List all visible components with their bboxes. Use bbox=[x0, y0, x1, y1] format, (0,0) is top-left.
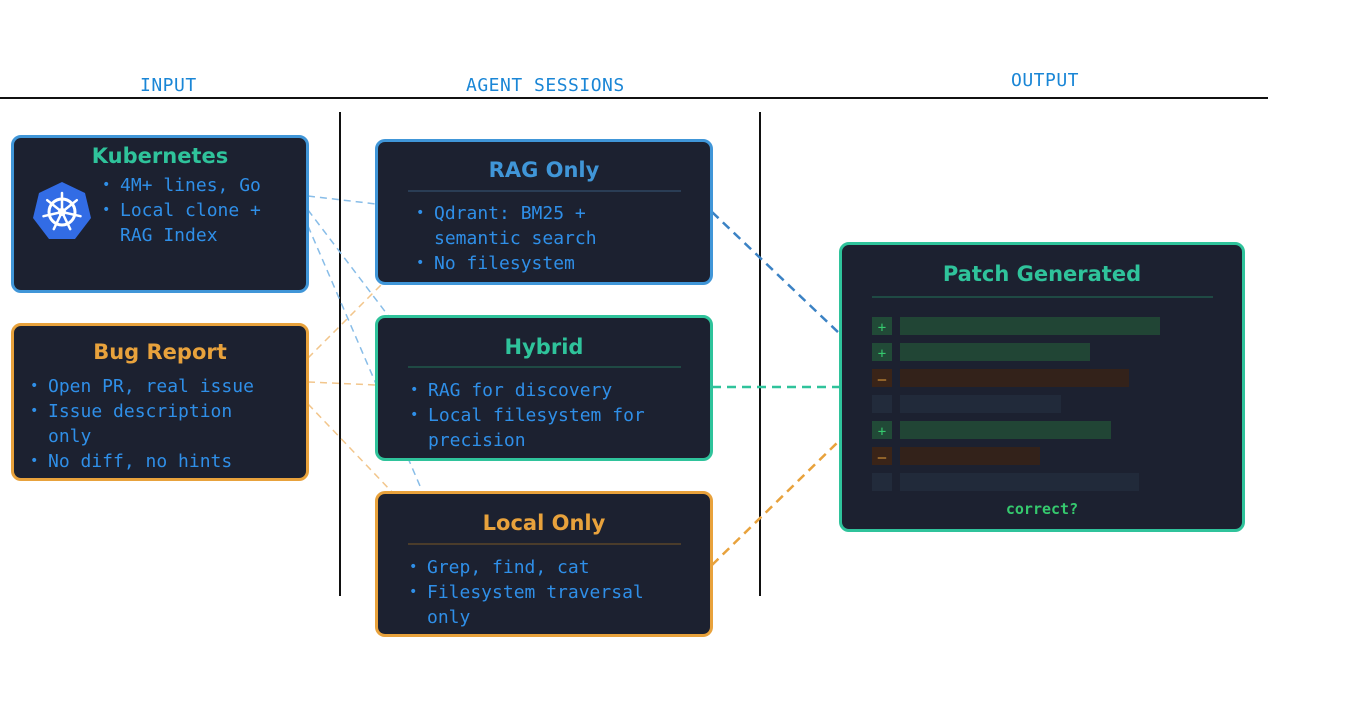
patch-correct-label: correct? bbox=[1005, 500, 1079, 518]
patch-line-remove-marker: – bbox=[872, 369, 892, 388]
connector-kubernetes-rag bbox=[307, 195, 377, 205]
kubernetes-bullet-2: Local clone + RAG Index bbox=[102, 198, 261, 248]
bug-report-bullet-1: Open PR, real issue bbox=[30, 374, 254, 399]
column-title-agent-sessions: AGENT SESSIONS bbox=[466, 75, 625, 96]
patch-line-add-marker: + bbox=[872, 343, 892, 362]
kubernetes-logo-icon bbox=[33, 182, 91, 239]
patch-line-add-bar bbox=[900, 343, 1090, 361]
rag-only-bullet-2: No filesystem bbox=[416, 251, 597, 276]
rag-only-divider bbox=[408, 190, 681, 192]
rag-only-title: RAG Only bbox=[488, 158, 600, 182]
patch-line-remove-marker: – bbox=[872, 447, 892, 466]
bug-report-bullet-2: Issue description only bbox=[30, 399, 254, 449]
patch-line-context-marker bbox=[872, 395, 892, 413]
local-only-title: Local Only bbox=[482, 511, 606, 535]
kubernetes-title: Kubernetes bbox=[91, 144, 229, 168]
hybrid-divider bbox=[408, 366, 681, 368]
column-divider-right bbox=[759, 112, 761, 596]
bug-report-bullet-3: No diff, no hints bbox=[30, 449, 254, 474]
hybrid-title: Hybrid bbox=[504, 335, 584, 359]
connector-kubernetes-hybrid bbox=[307, 209, 391, 319]
local-only-card: Local Only Grep, find, cat Filesystem tr… bbox=[375, 491, 713, 637]
rag-only-bullet-1: Qdrant: BM25 + semantic search bbox=[416, 201, 597, 251]
connector-bug-hybrid bbox=[307, 381, 377, 386]
hybrid-bullets: RAG for discovery Local filesystem for p… bbox=[410, 378, 645, 453]
kubernetes-card: Kubernetes 4M+ lines, Go Local clone + R… bbox=[11, 135, 309, 293]
column-divider-left bbox=[339, 112, 341, 596]
patch-line-add-bar bbox=[900, 421, 1111, 439]
patch-line-add-bar bbox=[900, 317, 1160, 335]
rag-only-bullets: Qdrant: BM25 + semantic search No filesy… bbox=[416, 201, 597, 276]
patch-title: Patch Generated bbox=[942, 262, 1142, 286]
bug-report-card: Bug Report Open PR, real issue Issue des… bbox=[11, 323, 309, 481]
rag-only-card: RAG Only Qdrant: BM25 + semantic search … bbox=[375, 139, 713, 285]
connector-rag-patch bbox=[711, 211, 841, 335]
patch-line-context-marker bbox=[872, 473, 892, 491]
patch-line-remove-bar bbox=[900, 369, 1129, 387]
local-only-bullets: Grep, find, cat Filesystem traversal onl… bbox=[409, 555, 644, 630]
kubernetes-bullets: 4M+ lines, Go Local clone + RAG Index bbox=[102, 173, 261, 248]
connector-bug-local bbox=[307, 403, 393, 493]
patch-divider bbox=[872, 296, 1213, 298]
hybrid-bullet-2: Local filesystem for precision bbox=[410, 403, 645, 453]
bug-report-bullets: Open PR, real issue Issue description on… bbox=[30, 374, 254, 474]
local-only-bullet-2: Filesystem traversal only bbox=[409, 580, 644, 630]
header-rule bbox=[0, 97, 1268, 99]
connector-bug-rag bbox=[307, 283, 383, 359]
hybrid-card: Hybrid RAG for discovery Local filesyste… bbox=[375, 315, 713, 461]
patch-line-add-marker: + bbox=[872, 421, 892, 440]
bug-report-title: Bug Report bbox=[93, 340, 227, 364]
column-title-input: INPUT bbox=[140, 75, 197, 96]
patch-line-add-marker: + bbox=[872, 317, 892, 336]
patch-generated-card: Patch Generated + + – + – correct? bbox=[839, 242, 1245, 532]
kubernetes-bullet-1: 4M+ lines, Go bbox=[102, 173, 261, 198]
patch-line-context-bar bbox=[900, 473, 1139, 491]
hybrid-bullet-1: RAG for discovery bbox=[410, 378, 645, 403]
local-only-bullet-1: Grep, find, cat bbox=[409, 555, 644, 580]
column-title-output: OUTPUT bbox=[1011, 70, 1080, 91]
connector-local-patch bbox=[711, 439, 841, 566]
patch-line-context-bar bbox=[900, 395, 1061, 413]
patch-line-remove-bar bbox=[900, 447, 1040, 465]
local-only-divider bbox=[408, 543, 681, 545]
